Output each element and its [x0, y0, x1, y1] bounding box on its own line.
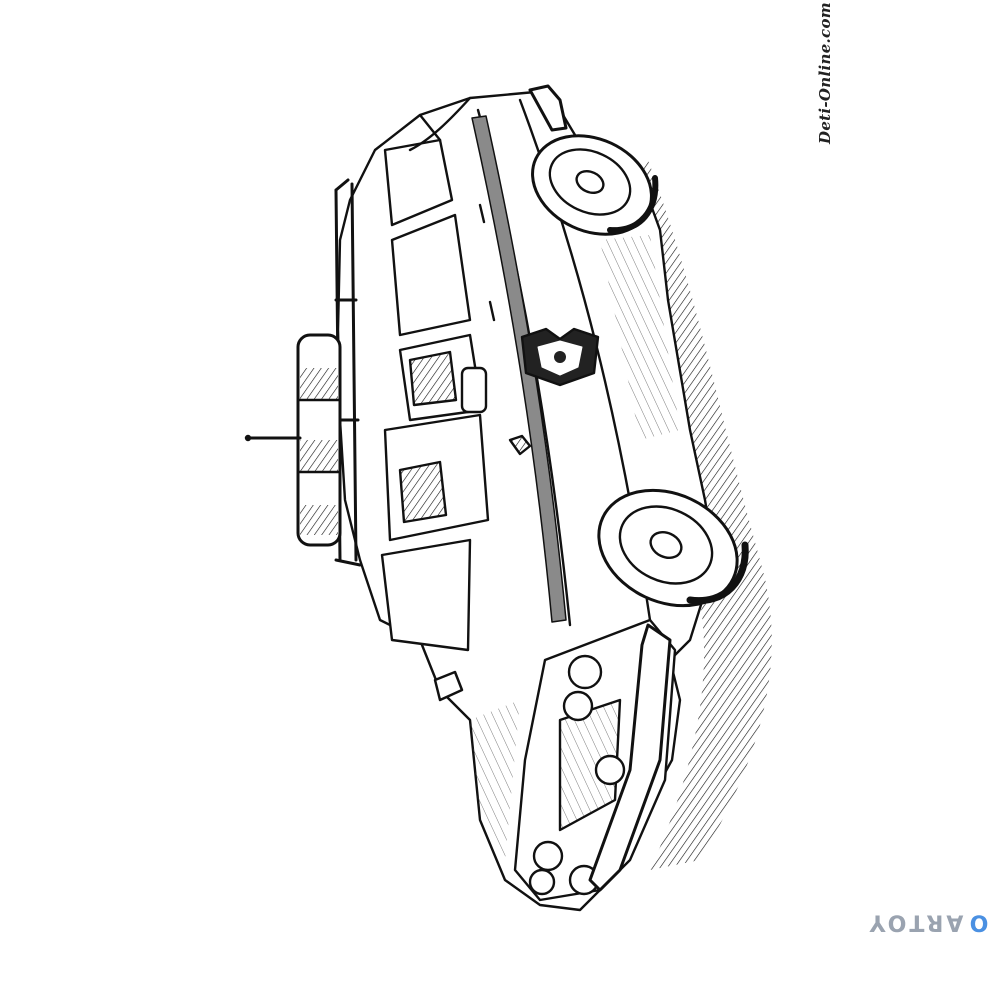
body-shading-2 [470, 700, 520, 860]
front-bumper [588, 623, 672, 892]
front-wheel [597, 488, 749, 608]
body-shading [600, 235, 680, 440]
grille [558, 698, 622, 832]
antenna-tip [244, 434, 252, 442]
rear-bumper [528, 84, 568, 132]
roof-light-bar [296, 333, 342, 547]
front-mirror [433, 670, 464, 702]
rear-wheel [531, 134, 659, 236]
body-stripe [471, 115, 567, 623]
seat-detail [398, 460, 448, 524]
seat-detail-2 [408, 350, 458, 407]
watermark-top-text: Deti-Online.com [816, 2, 834, 144]
door-handle [478, 203, 486, 224]
windshield [380, 538, 472, 652]
watermark-top: Deti-Online.com [808, 2, 842, 144]
coat-of-arms [520, 327, 600, 387]
rear-side-window [390, 213, 472, 337]
door-handle-2 [488, 300, 496, 322]
tail-details [408, 96, 472, 152]
watermark-ring-icon: O [966, 909, 988, 935]
side-mirror [460, 366, 488, 414]
small-badge [508, 434, 532, 456]
headlights [528, 654, 626, 896]
